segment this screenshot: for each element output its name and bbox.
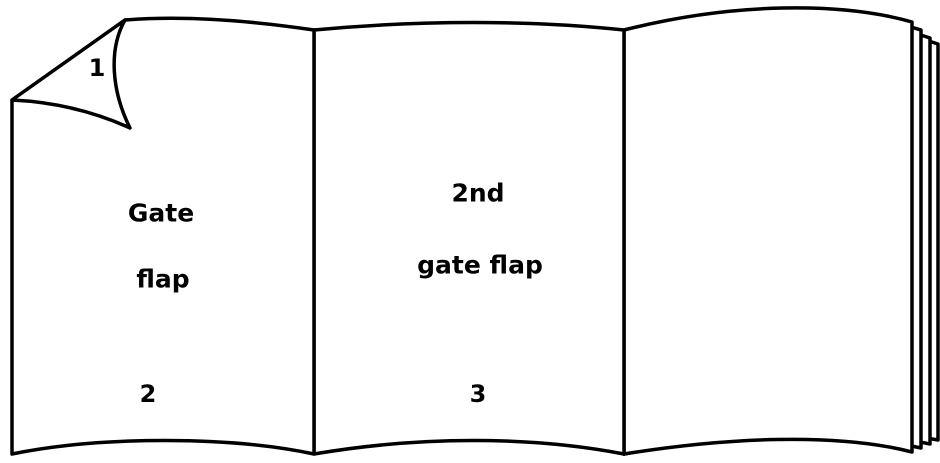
left-panel-page-number: 2 [139, 380, 157, 408]
middle-panel-title-line1: 2nd [451, 178, 505, 208]
corner-number-label: 1 [88, 54, 106, 82]
left-panel-title-line1: Gate [127, 198, 195, 228]
left-panel [10, 16, 316, 456]
left-panel-title-line2: flap [136, 264, 190, 294]
middle-panel-page-number: 3 [469, 380, 487, 408]
middle-panel-title-line2: gate flap [417, 250, 543, 280]
right-panel [622, 6, 914, 456]
middle-panel [312, 20, 626, 456]
folded-corner-flap [10, 18, 132, 130]
